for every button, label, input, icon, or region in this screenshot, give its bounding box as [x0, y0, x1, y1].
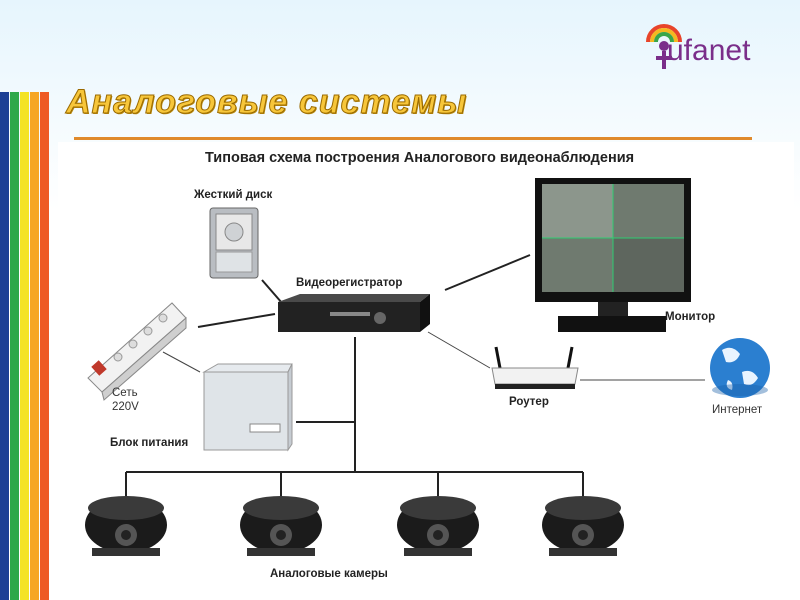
label-psu: Блок питания: [110, 437, 189, 449]
camera-icon-4: [542, 496, 624, 556]
stripe-light-orange: [30, 92, 39, 600]
label-dvr: Видеорегистратор: [296, 277, 403, 289]
label-internet: Интернет: [712, 404, 763, 416]
label-monitor: Монитор: [665, 311, 716, 323]
logo-text: ufanet: [667, 34, 751, 67]
thin-lines: [162, 331, 705, 381]
label-router: Роутер: [509, 396, 549, 408]
globe-icon: [710, 338, 770, 398]
camera-icon-2: [240, 496, 322, 556]
stripe-yellow: [20, 92, 29, 600]
line-strip-dvr: [197, 313, 276, 328]
power-strip-icon: [87, 302, 187, 401]
label-hdd: Жесткий диск: [194, 189, 273, 201]
label-voltage: 220V: [112, 401, 139, 413]
stripe-blue: [0, 92, 9, 600]
dvr-icon: [278, 294, 430, 332]
color-stripes: [0, 92, 56, 600]
label-mains: Сеть: [112, 387, 138, 399]
slide-title: Аналоговые системы: [65, 83, 468, 122]
monitor-icon: [535, 178, 691, 332]
stripe-orange: [40, 92, 49, 600]
title-underline: [74, 137, 752, 140]
line-strip-psu: [162, 351, 201, 373]
ufanet-logo: [646, 24, 682, 69]
line-dvr-router: [427, 331, 491, 369]
diagram-title: Типовая схема построения Аналогового вид…: [205, 150, 635, 166]
connection-lines: [125, 254, 584, 497]
power-supply-icon: [202, 363, 293, 452]
line-dvr-monitor: [444, 254, 531, 291]
line-hdd-dvr: [261, 279, 283, 304]
hard-disk-icon: [209, 207, 259, 279]
stripe-green: [10, 92, 19, 600]
camera-icon-1: [85, 496, 167, 556]
router-icon: [491, 346, 579, 389]
label-cameras: Аналоговые камеры: [270, 568, 388, 580]
camera-icon-3: [397, 496, 479, 556]
